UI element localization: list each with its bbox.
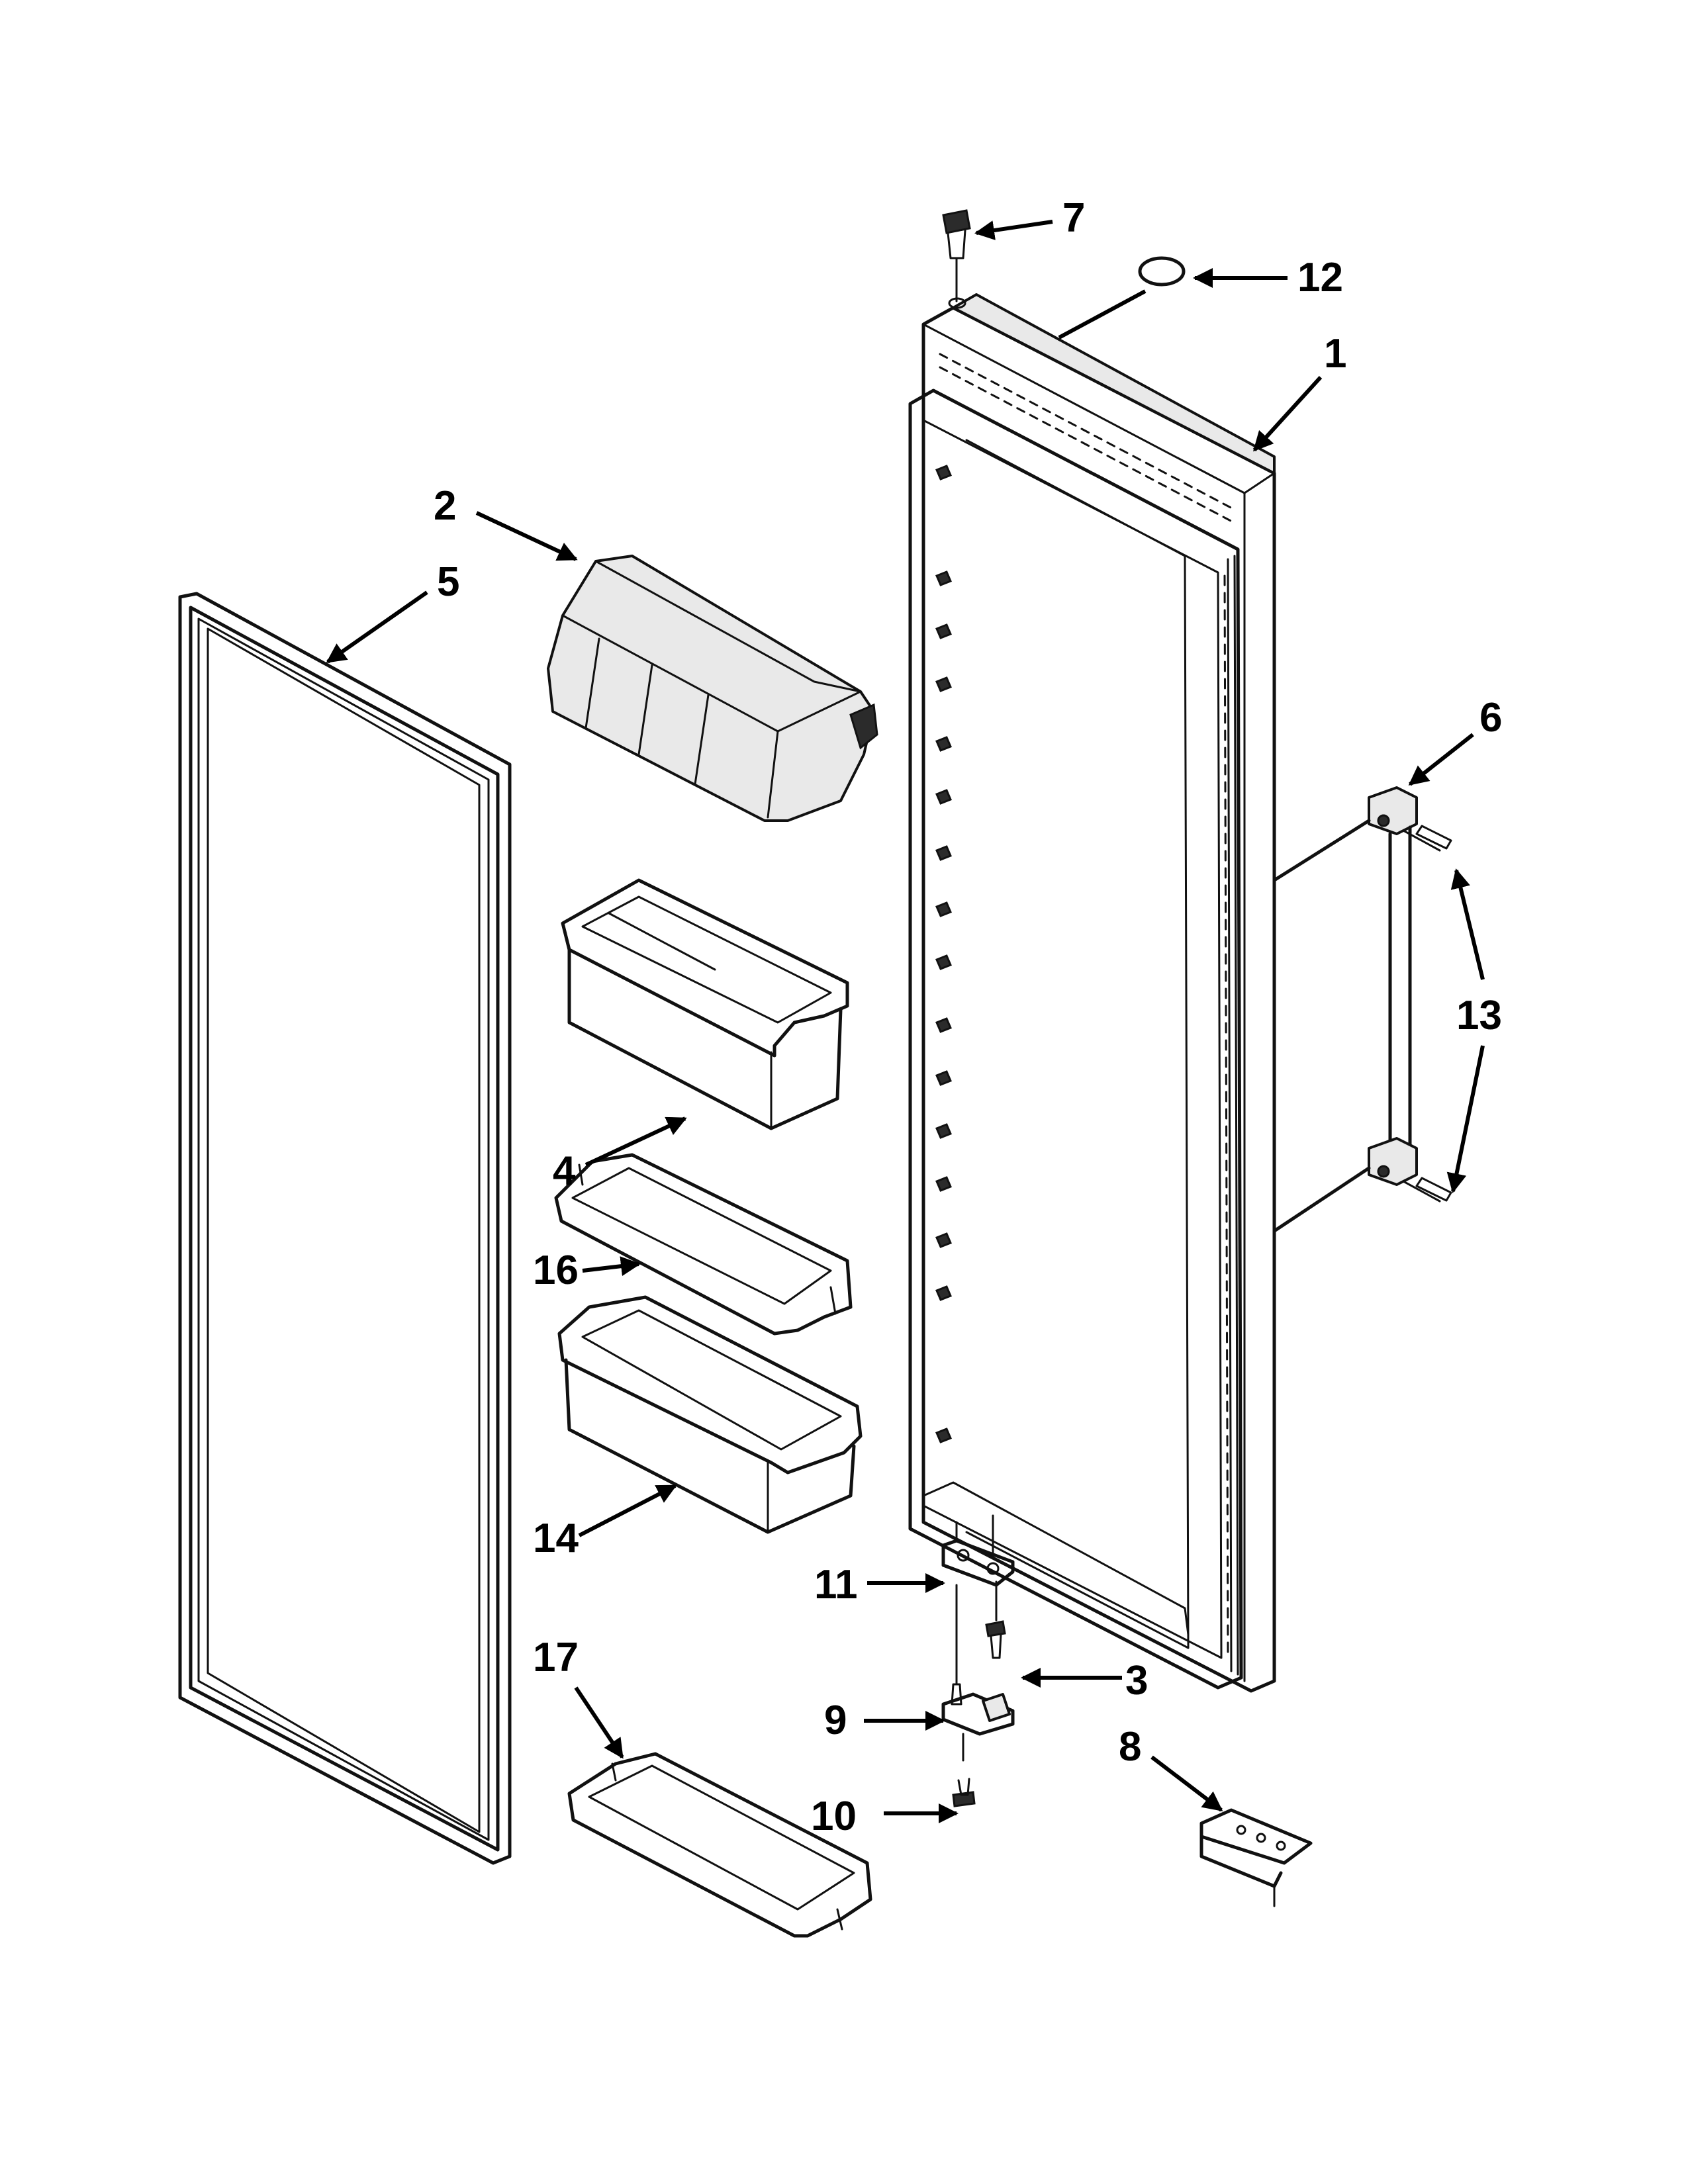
callout-1: 1 <box>1324 331 1346 377</box>
leader-16 <box>582 1256 641 1277</box>
callout-16: 16 <box>533 1248 579 1293</box>
hinge-screw <box>952 1778 976 1807</box>
dairy-compartment <box>547 555 878 822</box>
bottom-tray <box>567 1752 872 1938</box>
leader-6 <box>1408 733 1474 786</box>
leader-7 <box>974 220 1053 240</box>
leader-12b <box>1058 289 1147 340</box>
door-assembly <box>908 293 1276 1693</box>
leader-17 <box>574 1686 624 1759</box>
callout-10: 10 <box>811 1794 857 1839</box>
leader-8 <box>1150 1755 1223 1812</box>
leader-5 <box>326 590 428 664</box>
leader-13a <box>1450 868 1485 980</box>
leader-13b <box>1446 1045 1485 1193</box>
callout-12: 12 <box>1297 255 1343 300</box>
callout-5: 5 <box>437 559 459 605</box>
door-handle <box>1272 786 1441 1233</box>
bin-trim <box>554 1153 853 1336</box>
callout-2: 2 <box>434 483 456 529</box>
o-ring <box>1138 256 1186 287</box>
callout-3: 3 <box>1125 1658 1148 1704</box>
door-bin-upper <box>561 878 849 1130</box>
callout-6: 6 <box>1479 695 1502 741</box>
hinge-bushing <box>942 209 971 309</box>
callout-8: 8 <box>1119 1724 1141 1770</box>
screw-3 <box>985 1580 1006 1659</box>
handle-screw-upper <box>1415 825 1452 850</box>
door-bin-lower <box>557 1295 863 1534</box>
leader-1 <box>1252 375 1323 452</box>
callout-labels: 1 2 3 4 5 6 7 8 9 10 11 12 13 14 16 17 <box>434 195 1502 1839</box>
callout-7: 7 <box>1062 195 1085 241</box>
bottom-hinge <box>941 1584 1015 1762</box>
shelf-stud-row <box>935 465 952 1443</box>
leader-4 <box>585 1116 687 1167</box>
callout-leaders <box>326 220 1485 1823</box>
callout-14: 14 <box>533 1516 579 1561</box>
callout-11: 11 <box>814 1562 858 1608</box>
callout-13: 13 <box>1456 993 1502 1038</box>
leader-14 <box>578 1484 677 1537</box>
bottom-hinge-bracket <box>941 1514 1015 1587</box>
leader-2 <box>475 511 578 561</box>
hinge-cover <box>1199 1808 1313 1907</box>
callout-4: 4 <box>553 1148 576 1194</box>
door-gasket <box>178 592 512 1865</box>
callout-9: 9 <box>824 1698 847 1743</box>
callout-17: 17 <box>533 1635 579 1680</box>
